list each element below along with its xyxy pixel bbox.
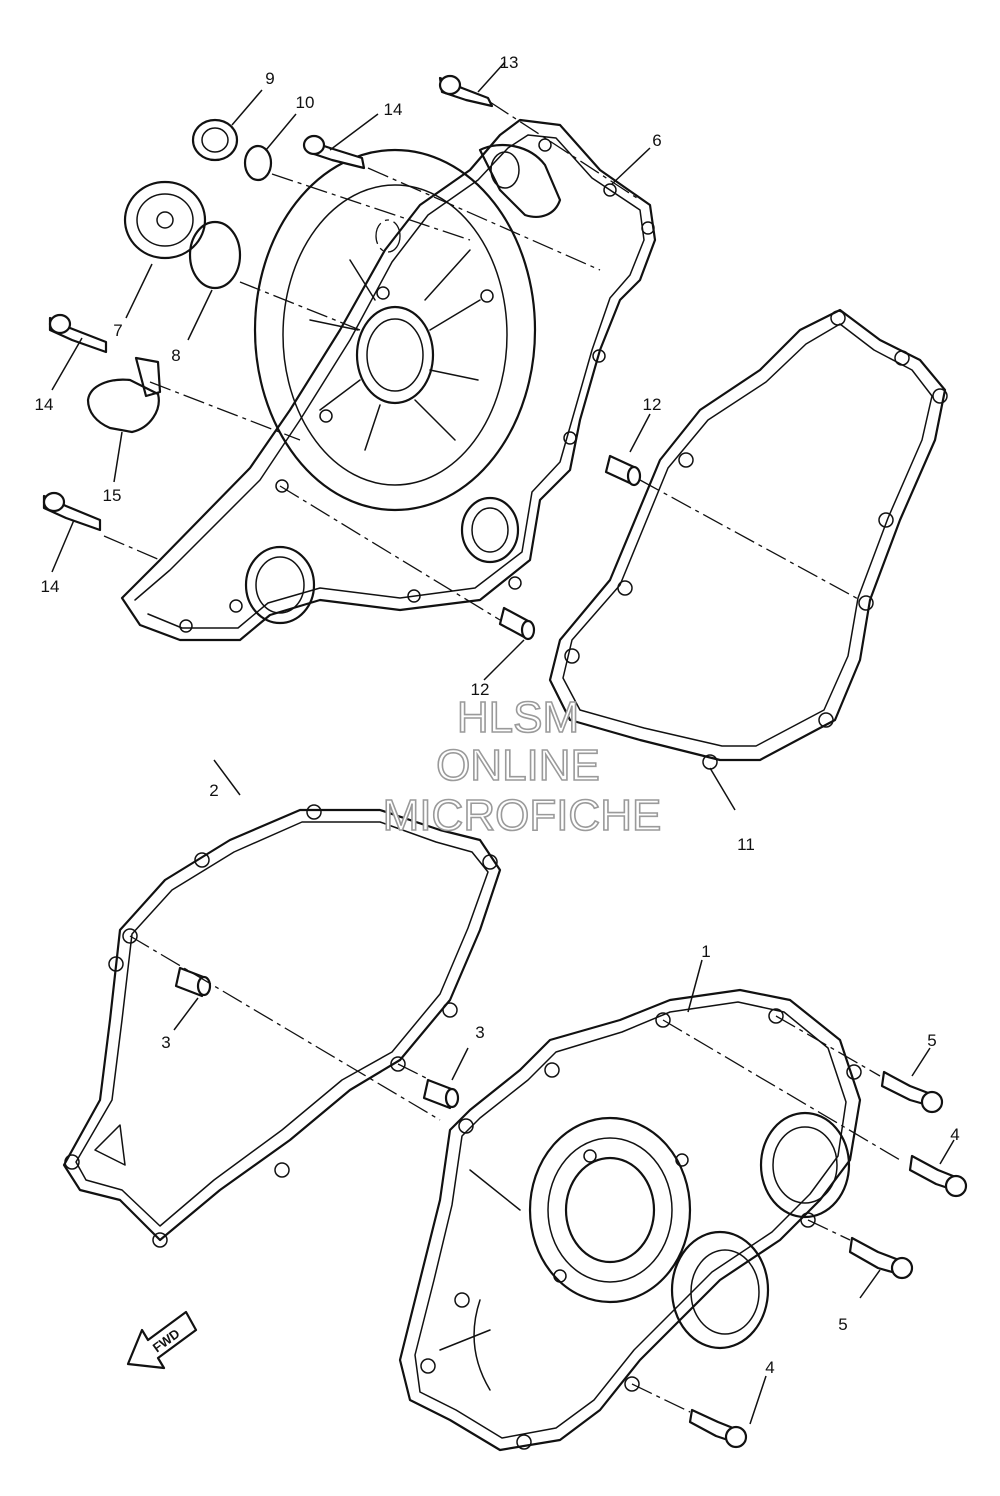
dowel-12-upper	[604, 454, 642, 487]
callout-9: 9	[265, 69, 274, 88]
callout-14-left: 14	[35, 395, 54, 414]
callout-7: 7	[113, 321, 122, 340]
leader-lines	[51, 61, 955, 1425]
callout-6: 6	[652, 131, 661, 150]
gasket-2	[62, 804, 502, 1248]
watermark-line-2: ONLINE	[436, 741, 600, 790]
bolt-5-upper	[880, 1070, 944, 1114]
o-ring-8	[188, 220, 242, 290]
alignment-lines-upper	[103, 101, 861, 621]
dowel-3-left	[174, 966, 212, 998]
callout-3-left: 3	[161, 1033, 170, 1052]
callout-13: 13	[500, 53, 519, 72]
bolt-14-left	[48, 313, 108, 354]
crankcase-cover-6	[120, 118, 657, 642]
bolt-4-upper	[908, 1154, 968, 1198]
watermark: HLSM ONLINE MICROFICHE	[382, 692, 662, 841]
bolt-13	[438, 74, 494, 108]
watermark-line-3: MICROFICHE	[383, 791, 662, 840]
bolt-14-upper	[302, 134, 366, 170]
callout-3-right: 3	[475, 1023, 484, 1042]
callout-14-lower: 14	[41, 577, 60, 596]
bolt-4-lower	[688, 1408, 748, 1449]
callout-1: 1	[701, 942, 710, 961]
fwd-arrow-icon: FWD	[126, 1310, 198, 1370]
callout-8: 8	[171, 346, 180, 365]
callout-15: 15	[103, 486, 122, 505]
dowel-12-lower	[498, 606, 536, 641]
clamp-15	[86, 356, 162, 434]
bolt-5-lower	[848, 1236, 914, 1280]
callout-11: 11	[737, 835, 755, 854]
bolt-14-lower	[42, 491, 102, 532]
crankcase-cover-1	[398, 988, 862, 1452]
callout-5-lower: 5	[838, 1315, 847, 1334]
alignment-lines-lower	[129, 935, 901, 1413]
callout-10: 10	[296, 93, 315, 112]
callout-12-upper: 12	[643, 395, 662, 414]
callout-14-upper: 14	[384, 100, 403, 119]
callout-5-upper: 5	[927, 1031, 936, 1050]
callout-12-lower: 12	[471, 680, 490, 699]
watermark-line-1: HLSM	[457, 693, 579, 742]
dowel-3-right	[422, 1078, 460, 1110]
callout-2: 2	[209, 781, 218, 800]
gasket-11	[548, 308, 948, 770]
cap-7	[123, 180, 207, 260]
plug-9	[191, 118, 239, 162]
o-ring-10	[243, 144, 273, 182]
callout-4-upper: 4	[950, 1125, 959, 1144]
callout-4-lower: 4	[765, 1358, 774, 1377]
